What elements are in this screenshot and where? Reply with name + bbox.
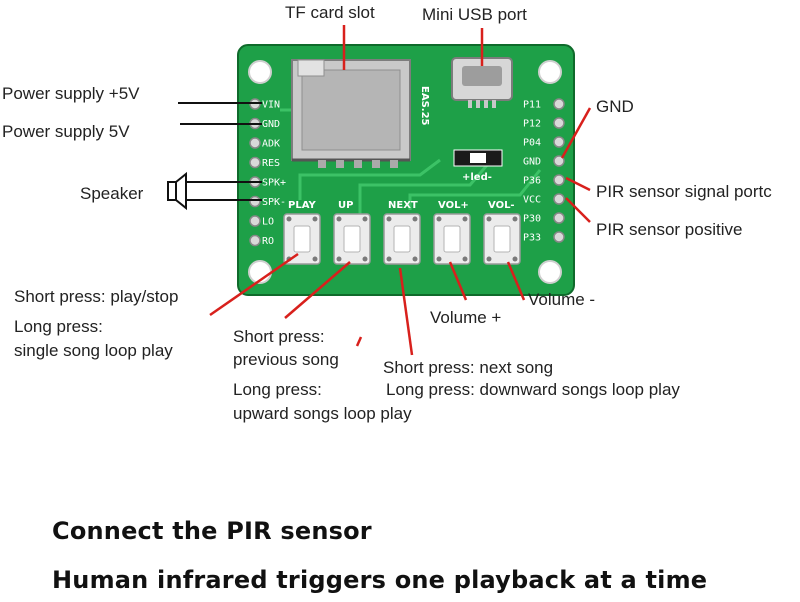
pin-label: RO xyxy=(262,236,274,247)
pin-ro: RO xyxy=(249,234,274,247)
up-short-press-desc: previous song xyxy=(233,350,339,369)
pin-p36-right: P36 xyxy=(523,174,565,187)
pin-vcc-right: VCC xyxy=(523,193,565,206)
pin-res: RES xyxy=(249,156,280,169)
up-long-press-title: Long press: xyxy=(233,380,322,399)
power-gnd-label: Power supply 5V xyxy=(2,122,130,141)
next-short-press-label: Short press: next song xyxy=(383,358,554,377)
next-long-press-label: Long press: downward songs loop play xyxy=(386,380,680,399)
button-row: PLAY UP NEXT VOL+ VOL- xyxy=(283,200,521,265)
footer-heading-2: Human infrared triggers one playback at … xyxy=(52,566,708,594)
button-up[interactable]: UP xyxy=(333,200,371,265)
pin-adk: ADK xyxy=(249,137,280,150)
chip-label: EAS.25 xyxy=(419,86,430,126)
pin-p12-right: P12 xyxy=(523,117,565,130)
pin-label: GND xyxy=(523,157,541,168)
power-vin-label: Power supply +5V xyxy=(2,84,140,103)
button-play[interactable]: PLAY xyxy=(283,200,321,265)
mini-usb-port-label: Mini USB port xyxy=(422,5,527,24)
pin-p33-right: P33 xyxy=(523,231,565,244)
pin-label: SPK- xyxy=(262,197,286,208)
pin-p04-right: P04 xyxy=(523,136,565,149)
button-label: VOL+ xyxy=(438,200,469,211)
power-wires xyxy=(178,102,262,125)
button-label: VOL- xyxy=(488,200,515,211)
footer-heading-1: Connect the PIR sensor xyxy=(52,517,372,545)
pin-label: GND xyxy=(262,119,280,130)
pin-label: VIN xyxy=(262,100,280,111)
volume-minus-label: Volume - xyxy=(528,290,596,309)
button-volminus[interactable]: VOL- xyxy=(483,200,521,265)
led-indicator: +led- xyxy=(453,149,503,183)
button-label: PLAY xyxy=(288,200,316,211)
speaker-label: Speaker xyxy=(80,184,144,203)
button-volplus[interactable]: VOL+ xyxy=(433,200,471,265)
pin-gnd-right: GND xyxy=(523,155,565,168)
callout-lines xyxy=(209,25,592,356)
pin-lo: LO xyxy=(249,215,274,228)
pin-label: P33 xyxy=(523,233,541,244)
pin-p30-right: P30 xyxy=(523,212,565,225)
pir-signal-label: PIR sensor signal portc xyxy=(596,182,772,201)
pin-label: P36 xyxy=(523,176,541,187)
pin-label: ADK xyxy=(262,139,280,150)
pin-label: P30 xyxy=(523,214,541,225)
pin-spkminus: SPK- xyxy=(249,195,286,208)
gnd-label: GND xyxy=(596,97,634,116)
pin-p11-right: P11 xyxy=(523,98,565,111)
play-long-press-title: Long press: xyxy=(14,317,103,336)
volume-plus-label: Volume + xyxy=(430,308,502,327)
pin-label: P11 xyxy=(523,100,541,111)
speaker-icon xyxy=(167,171,262,211)
tf-card-slot xyxy=(291,59,411,168)
pin-vin: VIN xyxy=(249,98,280,111)
button-label: NEXT xyxy=(388,200,418,211)
mini-usb-port xyxy=(451,57,513,108)
up-long-press-desc: upward songs loop play xyxy=(233,404,412,423)
play-short-press-label: Short press: play/stop xyxy=(14,287,179,306)
button-next[interactable]: NEXT xyxy=(383,200,421,265)
pin-label: LO xyxy=(262,217,274,228)
pin-label: P04 xyxy=(523,138,541,149)
pin-label: P12 xyxy=(523,119,541,130)
pir-positive-label: PIR sensor positive xyxy=(596,220,743,239)
pin-label: VCC xyxy=(523,195,541,206)
tf-card-slot-label: TF card slot xyxy=(285,3,375,22)
button-label: UP xyxy=(338,200,353,211)
led-label: +led- xyxy=(462,172,492,183)
play-long-press-desc: single song loop play xyxy=(14,341,173,360)
pin-label: RES xyxy=(262,158,280,169)
up-short-press-title: Short press: xyxy=(233,327,325,346)
pin-label: SPK+ xyxy=(262,178,286,189)
